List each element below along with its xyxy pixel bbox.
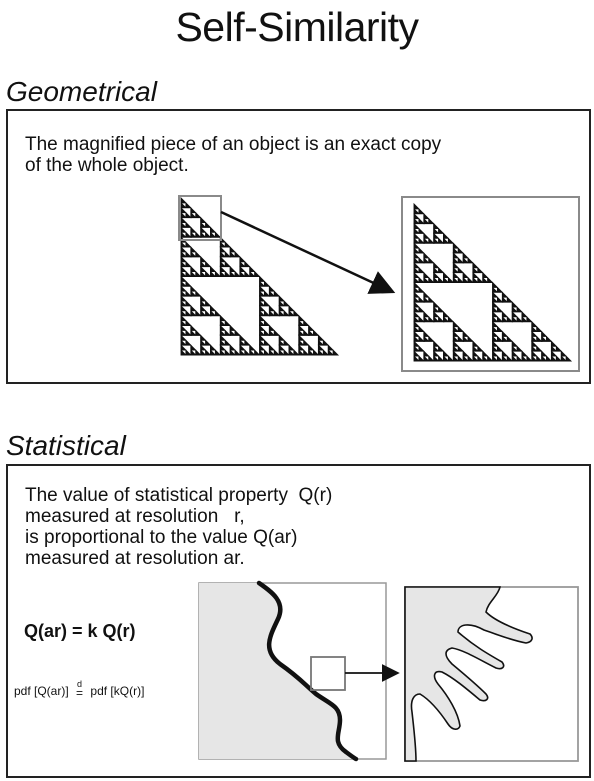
formula-pdf: pdf [Q(ar)] d = pdf [kQ(r)] — [14, 679, 145, 700]
formula-pdf-eq: = — [76, 686, 84, 700]
magnified-coastline-icon — [404, 586, 533, 762]
statistical-heading: Statistical — [6, 430, 126, 461]
coastline-curve-icon — [256, 580, 359, 762]
geometrical-description: The magnified piece of an object is an e… — [25, 134, 442, 176]
zoom-selection-box — [178, 195, 222, 241]
magnified-frame — [401, 196, 580, 372]
magnify-arrow-icon — [220, 210, 396, 294]
formula-pdf-d: d — [77, 679, 83, 689]
formula-pdf-left: pdf [Q(ar)] — [14, 684, 69, 698]
geometrical-heading: Geometrical — [6, 76, 157, 107]
formula-main: Q(ar) = k Q(r) — [24, 621, 136, 641]
distribution-equality-symbol: d = — [76, 679, 84, 700]
statistical-description: The value of statistical property Q(r) m… — [25, 485, 333, 569]
formula-pdf-right: pdf [kQ(r)] — [90, 684, 145, 698]
page-title: Self-Similarity — [175, 4, 419, 50]
